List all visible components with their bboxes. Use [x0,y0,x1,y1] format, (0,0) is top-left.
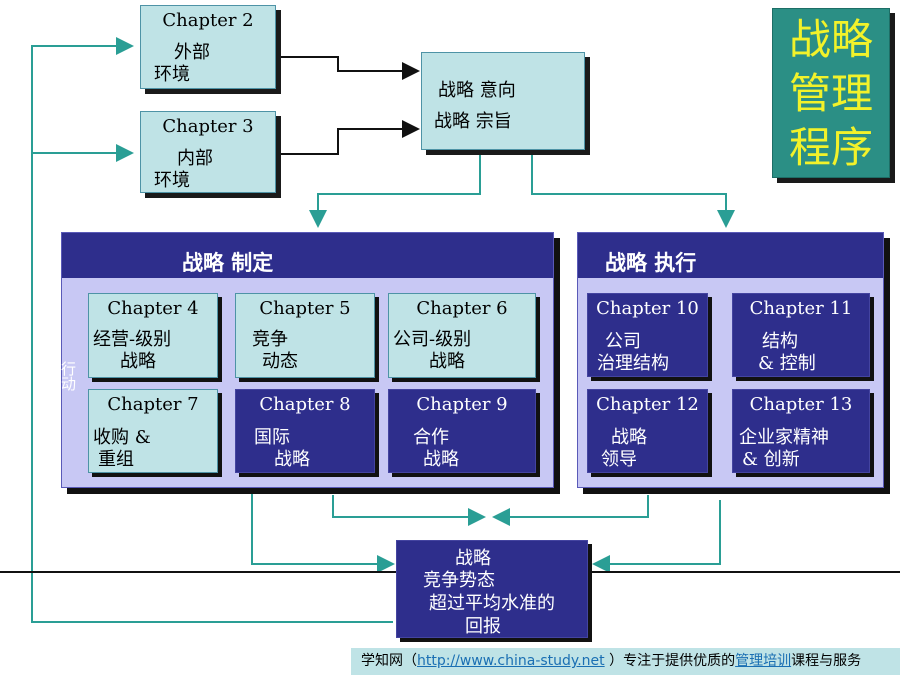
chapter-label: Chapter 6 [416,298,508,319]
box-line2: & 创新 [742,449,800,470]
box-line2: 重组 [98,449,134,470]
feedback-loop-outer [31,37,393,623]
chapter-label: Chapter 2 [162,10,254,31]
strategic-intent-box[interactable]: 战略 意向 战略 宗旨 [421,52,585,150]
box-line2: 动态 [262,351,298,372]
outcome-line3: 超过平均水准的 [429,593,555,614]
chapter-3-box[interactable]: Chapter 3 内部 环境 [140,111,276,193]
outcome-line1: 战略 [455,548,491,569]
arrow-intent-to-formulation [309,150,481,228]
chapter-label: Chapter 9 [416,394,508,415]
arrow-formulation-to-middle [332,495,486,526]
box-line2: 战略 [120,351,156,372]
box-line2: 战略 [274,449,310,470]
title-line1: 战略 [788,15,873,64]
chapter-2-box[interactable]: Chapter 2 外部 环境 [140,5,276,89]
chapter-7-box[interactable]: Chapter 7 收购 & 重组 [88,389,218,473]
footer-prefix: 学知网（ [361,653,417,669]
intent-line1: 战略 意向 [438,80,516,101]
box-line1: 公司-级别 [393,329,472,350]
action-vertical-label: 行动 [59,361,77,391]
box-line1: 外部 [174,42,210,63]
chapter-6-box[interactable]: Chapter 6 公司-级别 战略 [388,293,536,378]
chapter-11-box[interactable]: Chapter 11 结构 & 控制 [732,293,870,377]
chapter-13-box[interactable]: Chapter 13 企业家精神 & 创新 [732,389,870,473]
intent-line2: 战略 宗旨 [434,111,512,132]
chapter-label: Chapter 10 [596,298,699,319]
box-line2: 环境 [154,170,190,191]
chapter-12-box[interactable]: Chapter 12 战略 领导 [587,389,708,473]
outcome-line4: 回报 [465,616,501,637]
box-line1: 竞争 [252,329,288,350]
box-line1: 公司 [605,331,641,352]
arrow-implementation-to-middle [492,495,649,526]
chapter-9-box[interactable]: Chapter 9 合作 战略 [388,389,536,473]
chapter-label: Chapter 13 [749,394,853,415]
footer-middle: ）专注于提供优质的 [604,653,736,669]
outcome-line2: 竞争势态 [423,570,495,591]
panel-title: 战略 执行 [605,251,697,275]
arrow-intent-to-implementation [531,150,735,228]
box-line1: 经营-级别 [93,329,172,350]
strategy-implementation-panel: 战略 执行 Chapter 10 公司 治理结构 Chapter 11 结构 &… [577,232,884,488]
chapter-5-box[interactable]: Chapter 5 竞争 动态 [235,293,375,378]
box-line1: 企业家精神 [739,427,829,448]
chapter-label: Chapter 8 [259,394,351,415]
arrow-ch3-to-intent [278,120,420,155]
footer-training-link[interactable]: 管理培训 [735,653,792,669]
footer-site-link[interactable]: http://www.china-study.net [417,653,605,669]
footer-suffix: 课程与服务 [791,653,862,669]
chapter-label: Chapter 5 [259,298,351,319]
chapter-label: Chapter 12 [596,394,699,415]
strategy-formulation-panel: 战略 制定 行动 Chapter 4 经营-级别 战略 Chapter 5 竞争… [59,232,554,488]
chapter-8-box[interactable]: Chapter 8 国际 战略 [235,389,375,473]
chapter-label: Chapter 7 [107,394,199,415]
box-line2: 战略 [423,449,459,470]
chapter-10-box[interactable]: Chapter 10 公司 治理结构 [587,293,708,377]
chapter-label: Chapter 11 [749,298,853,319]
chapter-4-box[interactable]: Chapter 4 经营-级别 战略 [88,293,218,378]
footer-bar: 学知网（http://www.china-study.net ）专注于提供优质的… [351,648,900,675]
chapter-label: Chapter 3 [162,116,254,137]
title-box: 战略 管理 程序 [772,8,890,178]
box-line2: 战略 [429,351,465,372]
box-line1: 战略 [611,427,647,448]
box-line1: 内部 [177,148,213,169]
box-line2: 领导 [601,449,637,470]
title-line3: 程序 [788,123,873,172]
arrow-implementation-to-outcome [592,500,721,573]
box-line2: 环境 [154,64,190,85]
panel-title: 战略 制定 [182,251,274,275]
arrow-ch2-to-intent [278,56,420,80]
box-line2: & 控制 [758,353,816,374]
box-line1: 结构 [762,331,798,352]
outcome-box[interactable]: 战略 竞争势态 超过平均水准的 回报 [396,540,588,638]
box-line2: 治理结构 [597,353,669,374]
arrow-formulation-to-outcome [251,490,395,573]
box-line1: 收购 & [93,427,151,448]
title-line2: 管理 [788,69,873,118]
chapter-label: Chapter 4 [107,298,199,319]
box-line1: 国际 [254,427,290,448]
box-line1: 合作 [413,427,449,448]
